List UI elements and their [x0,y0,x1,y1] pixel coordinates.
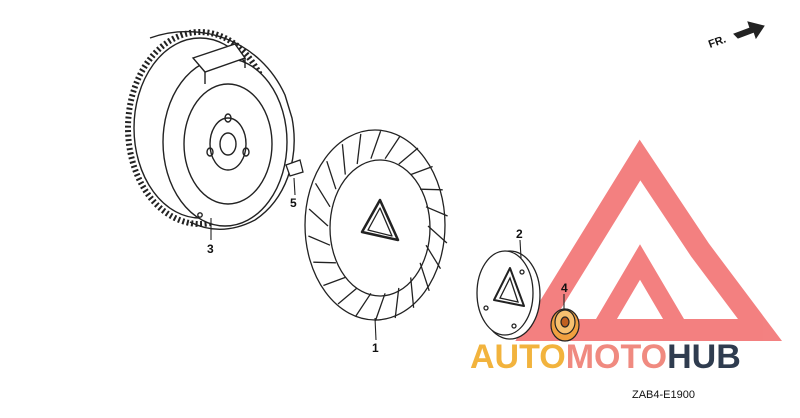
fan-blade [326,160,337,190]
fan-blade [314,182,331,208]
diagram-code: ZAB4-E1900 [632,389,695,401]
leader-lines [210,177,565,341]
callout-4: 4 [561,281,568,295]
flywheel-drawing [125,29,295,230]
fan-blade [341,144,346,175]
fan-blade [427,225,448,244]
fan-blade [384,135,401,160]
fan-plate-drawing [476,250,541,340]
watermark-word-auto: AUTO [470,338,566,376]
watermark-triangle-logo [515,139,782,341]
fan-blade [313,261,336,264]
fan-blade [374,293,386,322]
front-direction-indicator: FR. [707,21,765,51]
woodruff-key-drawing [285,159,304,177]
flange-nut-drawing [550,308,580,342]
watermark-text: AUTOMOTOHUB [470,338,741,376]
fan-blade [394,287,400,319]
cooling-fan-drawing [304,129,448,322]
fan-blade [419,262,430,292]
callout-1: 1 [372,341,379,355]
watermark-word-moto: MOTO [566,338,667,376]
fan-blade [370,130,382,159]
fan-blade [323,276,346,287]
fan-blade [308,208,329,227]
fan-blade [337,287,358,305]
callout-5: 5 [290,196,297,210]
direction-label: FR. [707,33,728,50]
callout-3: 3 [207,242,214,256]
fan-blade [410,277,415,308]
fan-blade [420,188,443,191]
fan-blade [356,133,362,165]
svg-text:AUTOMOTOHUB: AUTOMOTOHUB [470,338,741,376]
watermark-word-hub: HUB [667,338,741,376]
callout-2: 2 [516,227,523,241]
fan-blade [308,235,331,246]
fan-blade [425,244,442,270]
fan-blade [425,206,448,217]
fan-blade [410,165,433,176]
fan-blade [355,292,372,317]
fan-blade [398,147,419,165]
front-arrow-icon [733,21,765,40]
